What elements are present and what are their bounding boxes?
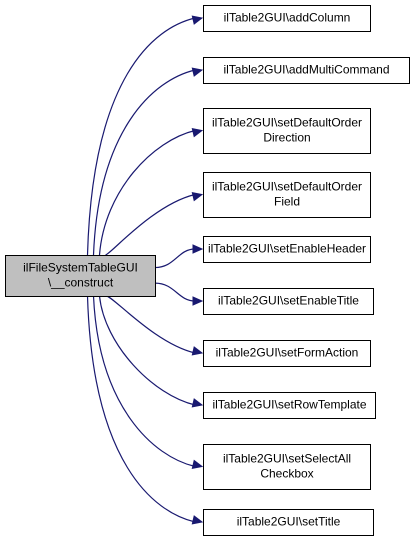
- call-edge-9: [86, 295, 196, 523]
- arrowhead-9: [191, 515, 204, 525]
- target-node-6-box: [203, 340, 371, 367]
- target-node-4-label-line: ilTable2GUI\setEnableHeader: [208, 242, 366, 256]
- call-edge-3: [105, 193, 196, 256]
- source-node-label-line: \__construct: [48, 276, 114, 290]
- target-node-8-label-line: Checkbox: [260, 467, 313, 481]
- arrowhead-8: [191, 459, 204, 469]
- call-edge-5: [154, 282, 196, 302]
- call-edge-1: [92, 69, 196, 256]
- target-node-1[interactable]: ilTable2GUI\addMultiCommand: [203, 57, 410, 84]
- arrowhead-7: [191, 398, 204, 408]
- target-node-5-label-line: ilTable2GUI\setEnableTitle: [218, 294, 359, 308]
- target-node-9-box: [203, 509, 374, 536]
- arrowhead-1: [191, 67, 204, 77]
- arrowhead-6: [191, 346, 204, 356]
- target-node-8-label-line: ilTable2GUI\setSelectAll: [223, 452, 351, 466]
- source-node-label-line: ilFileSystemTableGUI: [23, 261, 138, 275]
- call-edge-8: [92, 295, 196, 468]
- target-node-0-box: [203, 5, 371, 32]
- arrowhead-2: [191, 128, 204, 138]
- target-node-9-label-line: ilTable2GUI\setTitle: [237, 515, 341, 529]
- call-edge-7: [98, 295, 196, 406]
- target-node-7[interactable]: ilTable2GUI\setRowTemplate: [203, 392, 376, 419]
- target-node-4-box: [203, 236, 371, 263]
- call-edge-4: [154, 248, 196, 269]
- target-node-8-box: [203, 444, 371, 490]
- target-node-1-label-line: ilTable2GUI\addMultiCommand: [223, 63, 389, 77]
- arrowhead-5: [192, 296, 204, 306]
- target-node-5[interactable]: ilTable2GUI\setEnableTitle: [203, 288, 374, 315]
- target-node-4[interactable]: ilTable2GUI\setEnableHeader: [203, 236, 371, 263]
- target-node-1-box: [203, 57, 410, 84]
- target-node-3-box: [203, 172, 371, 218]
- target-node-2-label-line: Direction: [263, 131, 310, 145]
- target-node-3-label-line: Field: [274, 195, 300, 209]
- target-node-2-label-line: ilTable2GUI\setDefaultOrder: [212, 116, 362, 130]
- call-nodes: ilFileSystemTableGUI\__construct ilTable2…: [5, 5, 410, 536]
- target-node-9[interactable]: ilTable2GUI\setTitle: [203, 509, 374, 536]
- arrowhead-0: [191, 15, 204, 25]
- target-node-3-label-line: ilTable2GUI\setDefaultOrder: [212, 180, 362, 194]
- call-edge-6: [104, 295, 196, 354]
- target-node-7-box: [203, 392, 376, 419]
- target-node-6-label-line: ilTable2GUI\setFormAction: [216, 346, 359, 360]
- arrowhead-4: [192, 244, 204, 254]
- target-node-0-label-line: ilTable2GUI\addColumn: [224, 11, 351, 25]
- call-edges: [86, 15, 204, 525]
- target-node-6[interactable]: ilTable2GUI\setFormAction: [203, 340, 371, 367]
- target-node-5-box: [203, 288, 374, 315]
- source-node[interactable]: ilFileSystemTableGUI\__construct: [5, 255, 156, 297]
- target-node-7-label-line: ilTable2GUI\setRowTemplate: [212, 398, 366, 412]
- target-node-2-box: [203, 108, 371, 154]
- arrowhead-3: [191, 192, 204, 202]
- source-node-box: [5, 255, 156, 297]
- call-edge-2: [98, 129, 196, 256]
- call-edge-0: [86, 17, 196, 256]
- target-node-0[interactable]: ilTable2GUI\addColumn: [203, 5, 371, 32]
